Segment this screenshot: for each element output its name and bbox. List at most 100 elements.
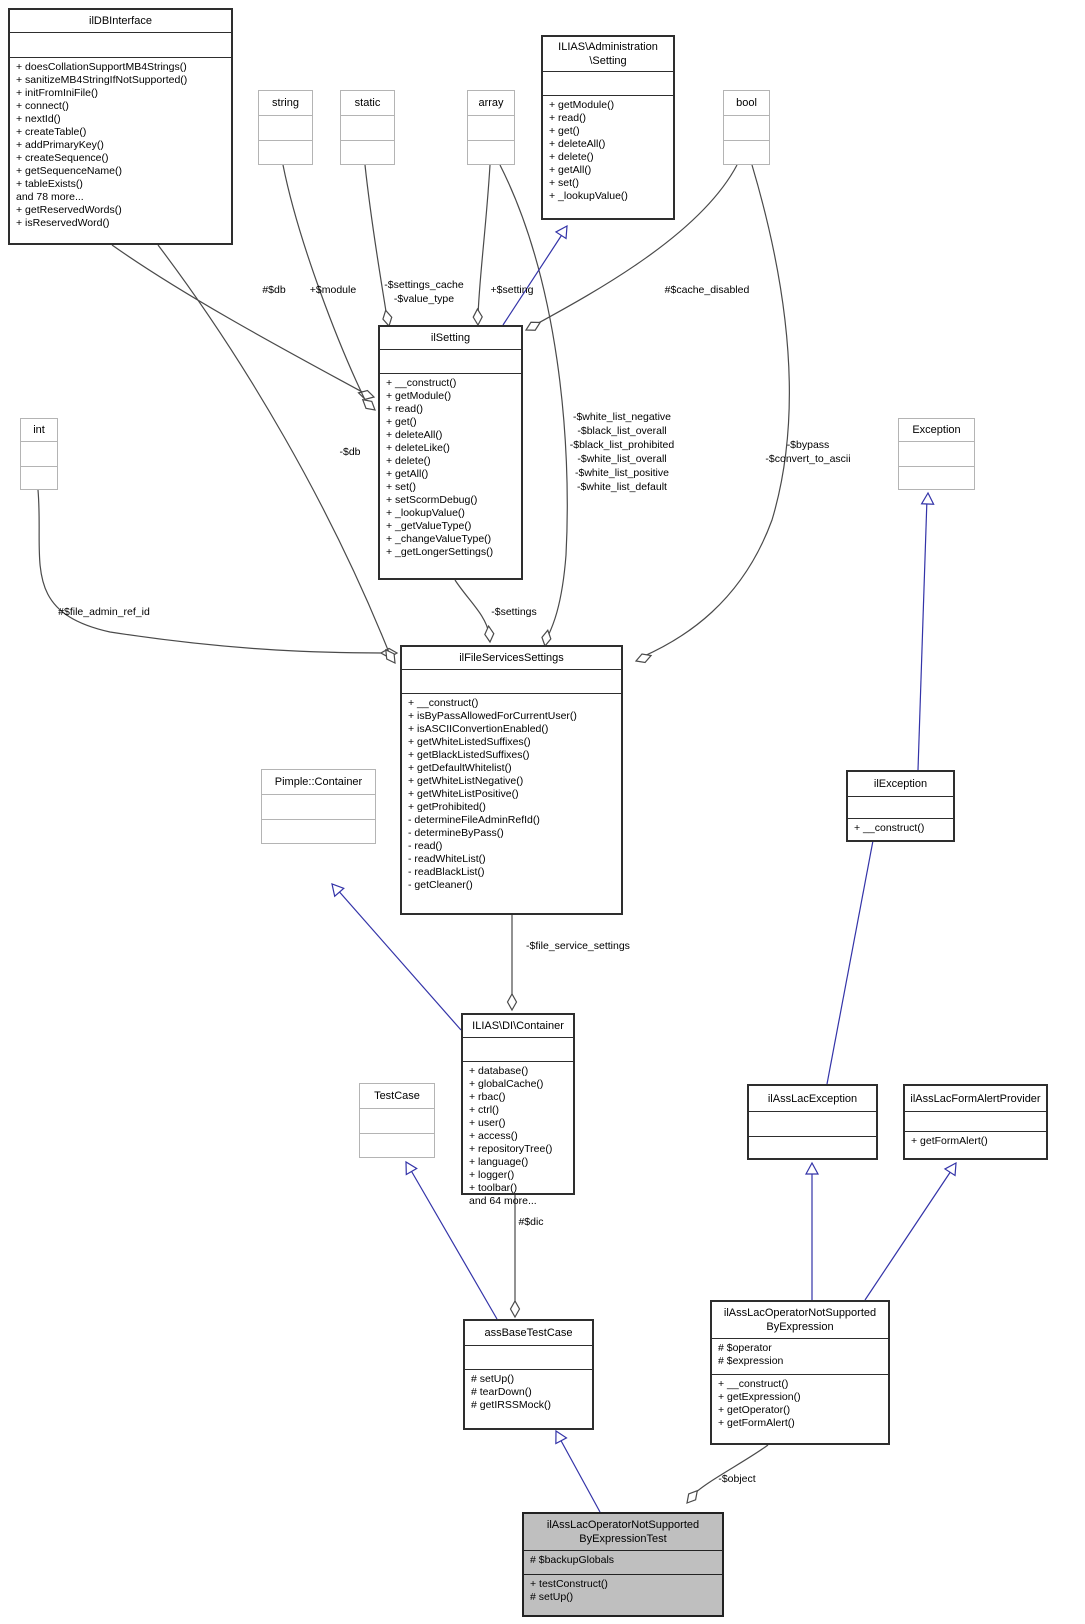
method-line: + getModule() [386, 390, 452, 402]
edge-label-db: #$db [262, 284, 286, 296]
method-line: - read() [408, 840, 443, 852]
class-attributes-section [543, 71, 673, 95]
method-line: - determineByPass() [408, 827, 504, 839]
method-line: + getFormAlert() [911, 1135, 988, 1147]
class-node-ilexception[interactable]: ilException+ __construct() [846, 770, 955, 842]
class-node-static[interactable]: static [340, 90, 395, 165]
method-line: + getSequenceName() [16, 165, 122, 177]
class-attributes-section [724, 115, 769, 140]
class-attributes-section [848, 796, 953, 818]
method-line: + createTable() [16, 126, 87, 138]
class-title: Exception [912, 424, 961, 436]
class-title: string [272, 97, 299, 109]
inheritance-arrowhead [554, 224, 568, 240]
class-node-testcase[interactable]: TestCase [359, 1083, 435, 1158]
class-methods-section [262, 819, 375, 843]
class-node-ilias-di-container[interactable]: ILIAS\DI\Container+ database()+ globalCa… [461, 1013, 575, 1207]
method-line: - getCleaner() [408, 879, 473, 891]
class-node-ilias-administration-setting[interactable]: ILIAS\Administration \Setting + getModule… [541, 35, 675, 220]
method-line: + addPrimaryKey() [16, 139, 104, 151]
method-line: + sanitizeMB4StringIfNotSupported() [16, 74, 188, 86]
method-line: + getOperator() [718, 1404, 791, 1416]
method-line: + __construct() [854, 822, 925, 834]
class-node-ildbinterface[interactable]: ilDBInterface+ doesCollationSupportMB4St… [8, 8, 233, 245]
inheritance-edge-assbasetestcase-to-testcase [408, 1166, 498, 1320]
class-title: ilSetting [430, 332, 471, 344]
method-line: + getModule() [549, 99, 615, 111]
method-line: + read() [549, 112, 587, 124]
method-line: + isByPassAllowedForCurrentUser() [408, 710, 577, 722]
class-node-ilasslacformalertprovider[interactable]: ilAssLacFormAlertProvider+ getFormAlert(… [903, 1084, 1048, 1160]
method-line: + deleteLike() [386, 442, 450, 454]
aggregation-diamond [541, 629, 552, 648]
method-line: + doesCollationSupportMB4Strings() [16, 61, 187, 73]
class-node-pimple-container[interactable]: Pimple::Container [261, 769, 376, 844]
attribute-line: # $backupGlobals [530, 1554, 615, 1566]
method-line: + delete() [386, 455, 431, 467]
class-attributes-section [360, 1108, 434, 1133]
class-node-ilsetting[interactable]: ilSetting+ __construct()+ getModule()+ r… [378, 325, 523, 580]
class-attributes-section [262, 794, 375, 819]
method-line: + read() [386, 403, 424, 415]
class-title: assBaseTestCase [484, 1327, 573, 1339]
class-node-array[interactable]: array [467, 90, 515, 165]
class-title: array [478, 97, 504, 109]
class-title: TestCase [374, 1090, 420, 1102]
inheritance-arrowhead [943, 1161, 957, 1177]
class-node-assbasetestcase[interactable]: assBaseTestCase# setUp()# tearDown()# ge… [463, 1319, 594, 1430]
class-title: ILIAS\Administration \Setting [558, 41, 658, 67]
inheritance-arrowhead [405, 1160, 418, 1176]
class-attributes-section [749, 1111, 876, 1136]
class-title: ilAssLacException [767, 1092, 858, 1105]
class-methods-section [341, 140, 394, 164]
class-title: ILIAS\DI\Container [472, 1020, 564, 1032]
edge-label-db: -$db [339, 446, 361, 458]
class-node-ilasslacoperatornotsupportedbyexpressiontest[interactable]: ilAssLacOperatorNotSupported ByExpressio… [522, 1512, 724, 1617]
method-line: + toolbar() [469, 1182, 518, 1194]
method-line: + access() [469, 1130, 518, 1142]
method-line: - readWhiteList() [408, 853, 486, 865]
class-node-bool[interactable]: bool [723, 90, 770, 165]
aggregation-edge-bool-to-ilsetting [532, 164, 738, 327]
aggregation-edge-array-to-ilsetting [477, 164, 491, 318]
aggregation-diamond [509, 1299, 521, 1319]
edge-label-dic: #$dic [518, 1216, 544, 1228]
class-node-string[interactable]: string [258, 90, 313, 165]
edge-label-bypass: -$bypass -$convert_to_ascii [765, 439, 851, 465]
class-node-ilasslacexception[interactable]: ilAssLacException [747, 1084, 878, 1160]
method-line: # setUp() [471, 1373, 515, 1385]
aggregation-diamond [524, 321, 542, 331]
class-methods-section [360, 1133, 434, 1157]
inheritance-edge-ilasslacoperatornotsupportedbyexpression-to-ilasslacformalertprovider [864, 1167, 954, 1301]
method-line: + nextId() [16, 113, 61, 125]
aggregation-diamond [686, 1489, 699, 1504]
method-line: + logger() [469, 1169, 515, 1181]
class-methods-section [724, 140, 769, 164]
inheritance-edge-ilasslacoperatornotsupportedbyexpressiontest-to-assbasetestcase [558, 1436, 601, 1513]
aggregation-diamond [357, 389, 376, 400]
inheritance-arrowhead [331, 883, 345, 898]
class-attributes-section [380, 349, 521, 373]
attribute-line: # $expression [718, 1355, 784, 1367]
method-line: and 78 more... [16, 191, 84, 203]
method-line: + get() [386, 416, 417, 428]
class-methods-section: + __construct() [848, 818, 953, 840]
method-line: + deleteAll() [386, 429, 443, 441]
class-node-exception[interactable]: Exception [898, 418, 975, 490]
method-line: + get() [549, 125, 580, 137]
aggregation-edge-ildbinterface-to-ilsetting [111, 244, 367, 395]
edge-label-object: -$object [718, 1473, 756, 1485]
inheritance-arrowhead [920, 491, 935, 505]
class-node-int[interactable]: int [20, 418, 58, 490]
class-node-ilfileservicessettings[interactable]: ilFileServicesSettings+ __construct()+ i… [400, 645, 623, 915]
class-methods-section: + __construct()+ getExpression()+ getOpe… [712, 1374, 888, 1443]
inheritance-edge-ilias-di-container-to-pimple-container [335, 887, 462, 1031]
method-line: + database() [469, 1065, 529, 1077]
class-methods-section: + getFormAlert() [905, 1131, 1046, 1158]
method-line: + getProhibited() [408, 801, 486, 813]
class-methods-section [259, 140, 312, 164]
method-line: + getDefaultWhitelist() [408, 762, 512, 774]
class-node-ilasslacoperatornotsupportedbyexpression[interactable]: ilAssLacOperatorNotSupported ByExpressio… [710, 1300, 890, 1445]
